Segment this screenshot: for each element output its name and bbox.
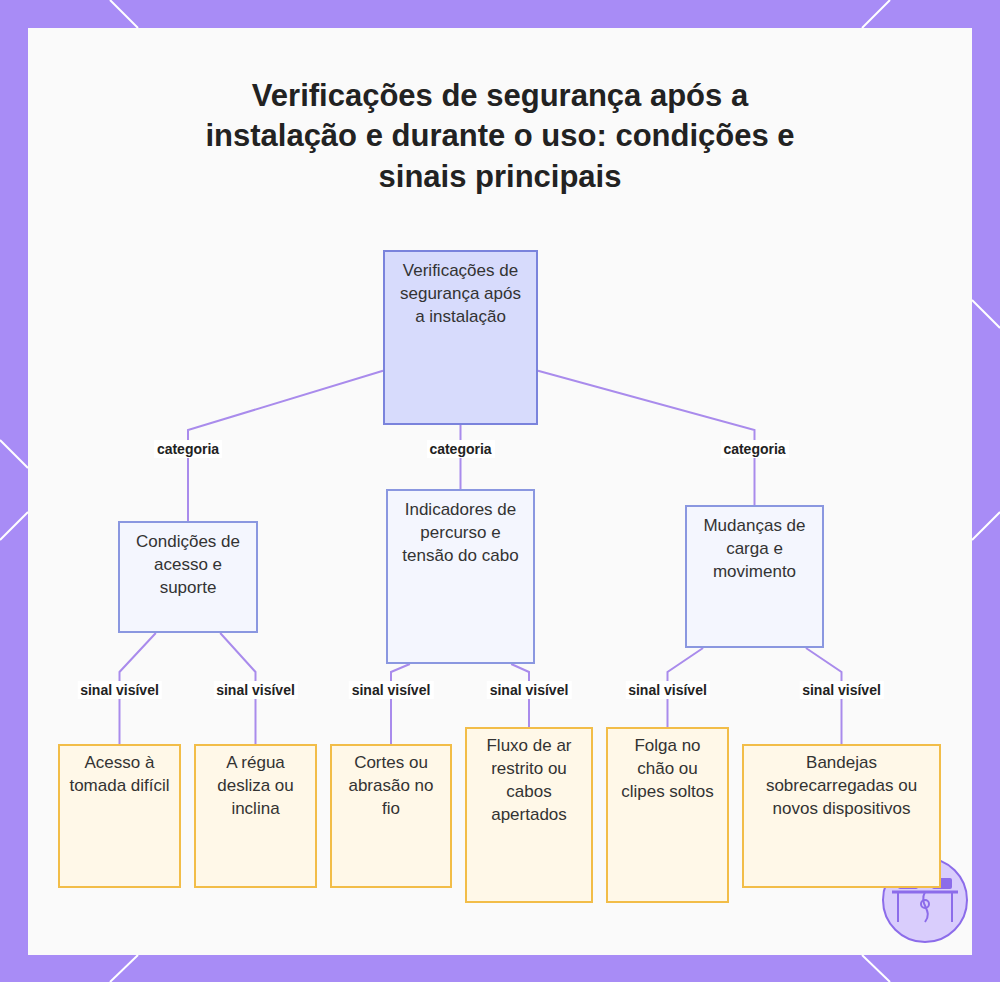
node-text: Verificações de segurança após a instala… bbox=[393, 260, 528, 329]
edge-label: categoria bbox=[720, 440, 788, 458]
connector bbox=[538, 371, 755, 505]
diagram-title: Verificações de segurança após a instala… bbox=[180, 76, 820, 197]
edge-label: sinal visível bbox=[487, 681, 572, 699]
node-text: Folga no chão ou clipes soltos bbox=[616, 735, 719, 804]
node-text: Fluxo de ar restrito ou cabos apertados bbox=[475, 735, 583, 827]
signal-box: A régua desliza ou inclina bbox=[194, 744, 317, 888]
white-panel bbox=[28, 28, 972, 955]
signal-box: Fluxo de ar restrito ou cabos apertados bbox=[465, 727, 593, 903]
edge-label: categoria bbox=[154, 440, 222, 458]
edge-label: sinal visível bbox=[625, 681, 710, 699]
signal-box: Folga no chão ou clipes soltos bbox=[606, 727, 729, 903]
category-box: Indicadores de percurso e tensão do cabo bbox=[386, 489, 535, 664]
edge-label: sinal visível bbox=[213, 681, 298, 699]
category-box: Condições de acesso e suporte bbox=[118, 521, 258, 633]
signal-box: Cortes ou abrasão no fio bbox=[330, 744, 452, 888]
node-text: Cortes ou abrasão no fio bbox=[340, 752, 442, 821]
root-box: Verificações de segurança após a instala… bbox=[383, 250, 538, 425]
edge-label: sinal visível bbox=[799, 681, 884, 699]
node-text: Acesso à tomada difícil bbox=[68, 752, 171, 798]
category-box: Mudanças de carga e movimento bbox=[685, 505, 824, 648]
node-text: Bandejas sobrecarregadas ou novos dispos… bbox=[752, 752, 931, 821]
edge-label: categoria bbox=[426, 440, 494, 458]
node-text: Mudanças de carga e movimento bbox=[695, 515, 814, 584]
node-text: A régua desliza ou inclina bbox=[204, 752, 307, 821]
node-text: Indicadores de percurso e tensão do cabo bbox=[396, 499, 525, 568]
faint-backdrop bbox=[28, 28, 972, 955]
edge-label: sinal visível bbox=[349, 681, 434, 699]
signal-box: Acesso à tomada difícil bbox=[58, 744, 181, 888]
connector bbox=[391, 664, 410, 744]
node-text: Condições de acesso e suporte bbox=[128, 531, 248, 600]
edge-label: sinal visível bbox=[77, 681, 162, 699]
signal-box: Bandejas sobrecarregadas ou novos dispos… bbox=[742, 744, 941, 888]
